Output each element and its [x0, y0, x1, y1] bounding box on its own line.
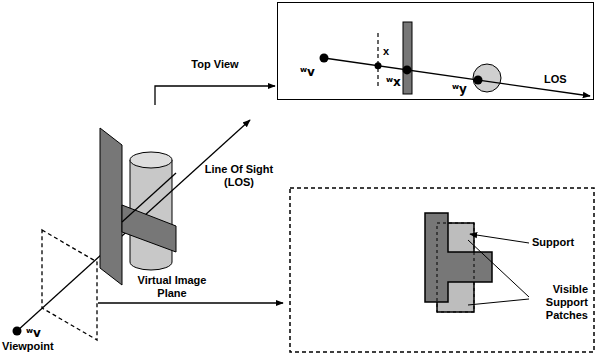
line-of-sight-front [122, 173, 176, 222]
view-label: Virtual Image Plane [130, 274, 214, 300]
leader-lines [468, 234, 529, 305]
point-symbol: ʷy [452, 83, 467, 96]
callout-label: Support [532, 236, 574, 249]
viewpoint-dot [13, 327, 22, 336]
point-symbol: ʷv [300, 66, 315, 79]
image-plane [42, 230, 97, 340]
point-symbol: x [383, 45, 389, 58]
top-view-arrow [155, 86, 275, 105]
point-symbol: ʷv [26, 327, 41, 340]
image-view-drawing [425, 213, 492, 312]
image-plane-arrow [98, 302, 283, 303]
top-view-panel: ʷv x ʷx ʷy LOS [277, 2, 594, 100]
los-label: Line Of Sight (LOS) [196, 163, 282, 189]
axis-label: LOS [544, 73, 567, 86]
callout-label: Visible Support Patches [532, 283, 588, 322]
image-view-frame [290, 188, 594, 352]
top-view-drawing [320, 22, 591, 96]
point-label: Viewpoint [2, 340, 54, 353]
line-of-sight [17, 120, 250, 331]
plate [100, 128, 176, 285]
view-label: Top View [188, 58, 242, 71]
point-symbol: ʷx [386, 76, 401, 89]
